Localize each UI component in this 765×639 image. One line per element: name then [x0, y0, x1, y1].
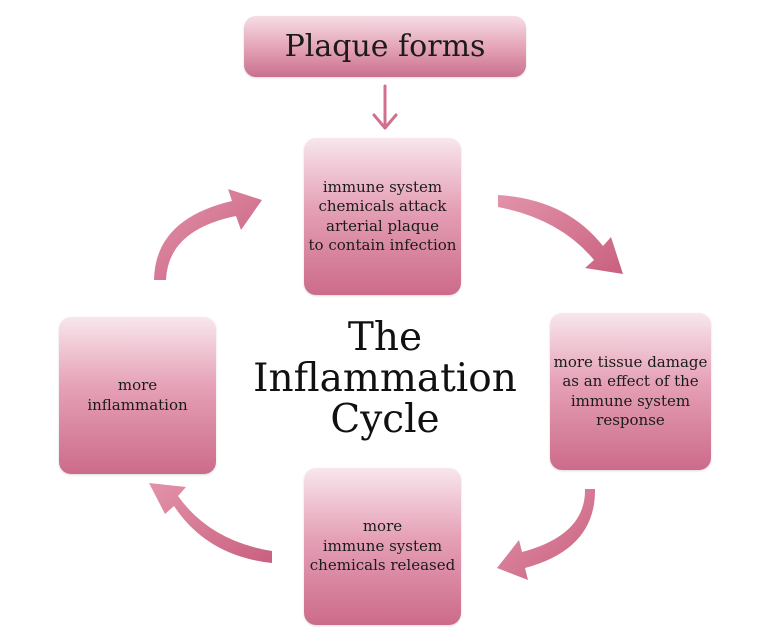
- node-more-inflammation: more inflammation: [59, 317, 216, 474]
- node-tissue-damage: more tissue damage as an effect of the i…: [550, 313, 711, 470]
- curved-arrow-top-right-icon: [498, 195, 623, 274]
- node-more-inflammation-label: more inflammation: [87, 376, 188, 414]
- node-chemicals-released: more immune system chemicals released: [304, 468, 461, 625]
- node-immune-attack: immune system chemicals attack arterial …: [304, 138, 461, 295]
- curved-arrow-left-top-icon: [154, 189, 262, 280]
- node-tissue-damage-label: more tissue damage as an effect of the i…: [553, 352, 708, 430]
- curved-arrow-right-bottom-icon: [497, 489, 596, 580]
- down-arrow-icon: [372, 84, 398, 130]
- node-chemicals-released-label: more immune system chemicals released: [309, 517, 456, 575]
- diagram-title: The Inflammation Cycle: [253, 315, 517, 442]
- curved-arrow-bottom-left-icon: [149, 483, 272, 563]
- node-immune-attack-label: immune system chemicals attack arterial …: [308, 177, 457, 255]
- plaque-forms-label: Plaque forms: [284, 28, 486, 64]
- plaque-forms-box: Plaque forms: [244, 16, 526, 77]
